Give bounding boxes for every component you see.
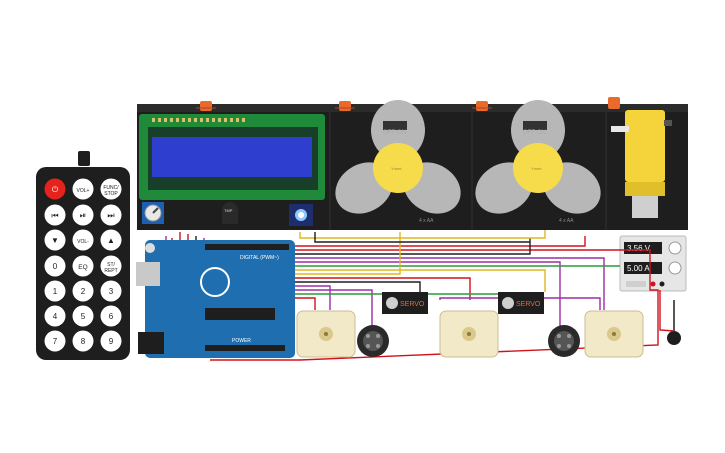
gear-motor[interactable] (611, 110, 672, 218)
negative-terminal[interactable] (659, 281, 665, 287)
voltage-knob[interactable] (668, 241, 682, 255)
remote-button-label: ▲ (107, 236, 115, 245)
round-motor-2[interactable] (548, 325, 580, 357)
remote-button-label: STOP (104, 191, 118, 197)
fan-1-switch[interactable]: OFF ON (383, 121, 407, 136)
dc-jack[interactable] (138, 332, 164, 354)
lcd-pin-header (152, 118, 245, 122)
led-4[interactable] (608, 97, 620, 109)
remote-button-label: 3 (109, 287, 114, 296)
remote-button-18[interactable]: 7 (44, 330, 66, 352)
remote-button-8[interactable]: ▲ (100, 229, 122, 251)
remote-button-label: ⏮ (51, 211, 58, 220)
remote-button-13[interactable]: 2 (72, 280, 94, 302)
fan-2-hub (513, 143, 563, 193)
remote-button-label: ⏻ (52, 185, 59, 194)
led-3[interactable] (472, 101, 492, 111)
digital-header[interactable] (205, 244, 289, 250)
remote-button-14[interactable]: 3 (100, 280, 122, 302)
remote-button-label: EQ (78, 264, 87, 271)
voltage-readout: 3.56 V (627, 244, 651, 253)
power-label: POWER (232, 338, 251, 344)
potentiometer[interactable] (142, 202, 164, 224)
remote-button-label: REPT (104, 268, 117, 274)
remote-button-1[interactable]: VOL+ (72, 178, 94, 200)
remote-button-0[interactable]: ⏻ (44, 178, 66, 200)
fan-1-hub (373, 143, 423, 193)
ir-receiver[interactable] (289, 204, 313, 226)
positive-terminal[interactable] (650, 281, 656, 287)
dc-motor-3[interactable] (584, 310, 644, 358)
buzzer[interactable] (667, 300, 681, 345)
arduino-logo (200, 267, 230, 297)
digital-label: DIGITAL (PWM~) (240, 255, 279, 261)
lcd-module[interactable] (139, 114, 325, 200)
lcd-screen (152, 137, 312, 177)
servo-1[interactable]: SERVO (382, 292, 428, 314)
current-readout: 5.00 A (627, 264, 650, 273)
remote-button-11[interactable]: ST/REPT (100, 255, 122, 277)
remote-button-5[interactable]: ⏭ (100, 204, 122, 226)
arduino-uno[interactable]: DIGITAL (PWM~) POWER (136, 240, 295, 358)
remote-button-label: VOL- (77, 239, 89, 245)
svg-text:ON: ON (537, 130, 546, 136)
led-2[interactable] (335, 101, 355, 111)
remote-button-grid[interactable]: ⏻ VOL+ FUNC/STOP ⏮ ⏯ ⏭ ▼ VOL- ▲ 0 EQ ST/REPT 1 2 3 4 5 6 7… (44, 178, 122, 352)
remote-button-3[interactable]: ⏮ (44, 204, 66, 226)
fan-1-battery-label: 4 x AA (419, 218, 434, 224)
temperature-sensor[interactable]: TMP (222, 202, 238, 224)
remote-button-label: 9 (109, 337, 114, 346)
dc-motor-1[interactable] (296, 310, 356, 358)
remote-button-17[interactable]: 6 (100, 305, 122, 327)
remote-button-6[interactable]: ▼ (44, 229, 66, 251)
remote-button-label: FUNC/ (103, 185, 119, 191)
fan-1[interactable]: Ymmt OFF ON 4 x AA (326, 100, 470, 224)
fan-2-switch[interactable]: OFF ON (523, 121, 547, 136)
power-analog-header[interactable] (205, 345, 285, 351)
svg-text:Ymmt: Ymmt (391, 166, 402, 171)
svg-text:OFF: OFF (383, 130, 395, 136)
remote-button-label: 2 (81, 287, 86, 296)
remote-button-label: VOL+ (77, 188, 90, 194)
current-knob[interactable] (668, 261, 682, 275)
remote-button-4[interactable]: ⏯ (72, 204, 94, 226)
remote-button-label: 8 (81, 337, 86, 346)
fan-2[interactable]: Ymmt OFF ON 4 x AA (466, 100, 610, 224)
remote-button-label: 7 (53, 337, 58, 346)
servo-2[interactable]: SERVO (498, 292, 544, 314)
remote-button-19[interactable]: 8 (72, 330, 94, 352)
round-motor-1[interactable] (357, 325, 389, 357)
remote-button-7[interactable]: VOL- (72, 229, 94, 251)
microcontroller-chip (205, 308, 275, 320)
remote-button-label: ▼ (51, 236, 59, 245)
servo-2-label: SERVO (516, 301, 541, 308)
remote-button-12[interactable]: 1 (44, 280, 66, 302)
remote-button-2[interactable]: FUNC/STOP (100, 178, 122, 200)
remote-button-10[interactable]: EQ (72, 255, 94, 277)
reset-button[interactable] (145, 243, 155, 253)
remote-button-16[interactable]: 5 (72, 305, 94, 327)
remote-button-15[interactable]: 4 (44, 305, 66, 327)
remote-button-label: ST/ (107, 262, 115, 268)
remote-button-label: 0 (53, 262, 58, 271)
remote-button-label: 6 (109, 312, 114, 321)
remote-button-20[interactable]: 9 (100, 330, 122, 352)
led-1[interactable] (196, 101, 216, 111)
power-supply[interactable]: 3.56 V 5.00 A (619, 235, 687, 292)
remote-button-label: 5 (81, 312, 86, 321)
svg-text:OFF: OFF (523, 130, 535, 136)
remote-button-label: 4 (53, 312, 58, 321)
remote-button-9[interactable]: 0 (44, 255, 66, 277)
svg-text:TMP: TMP (224, 208, 233, 213)
remote-button-label: 1 (53, 287, 58, 296)
svg-text:Ymmt: Ymmt (531, 166, 542, 171)
remote-button-label: ⏯ (80, 211, 86, 220)
svg-text:ON: ON (397, 130, 406, 136)
dc-motor-2[interactable] (439, 310, 499, 358)
fan-2-battery-label: 4 x AA (559, 218, 574, 224)
remote-button-label: ⏭ (107, 211, 114, 220)
usb-port[interactable] (136, 262, 160, 286)
servo-1-label: SERVO (400, 301, 425, 308)
